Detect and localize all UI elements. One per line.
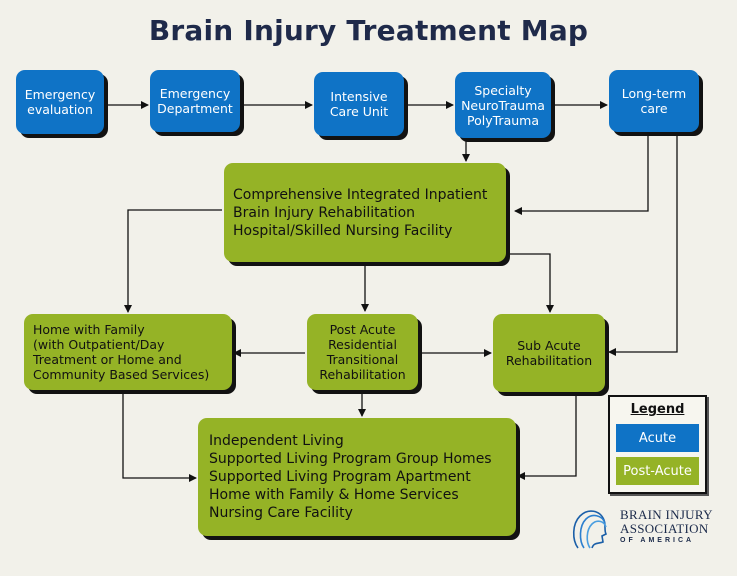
arrow-longterm-to-inpatient [514,133,649,215]
specialty-trauma-node: Specialty NeuroTrauma PolyTrauma [455,72,551,138]
arrow-home-to-living [122,391,197,482]
legend-acute-swatch: Acute [616,424,699,452]
arrow-longterm-to-subacute [608,133,678,356]
long-term-care-node: Long-term care [609,70,699,132]
home-with-family-node: Home with Family (with Outpatient/Day Tr… [24,314,232,390]
intensive-care-unit-node: Intensive Care Unit [314,72,404,136]
living-options-node: Independent Living Supported Living Prog… [198,418,516,536]
legend-acute-label: Acute [638,430,677,446]
sub-acute-rehabilitation-node: Sub Acute Rehabilitation [493,314,605,392]
emergency-department-node: Emergency Department [150,70,240,132]
logo-wordmark: BRAIN INJURY ASSOCIATION OF AMERICA [620,507,713,545]
page-title: Brain Injury Treatment Map [148,14,589,47]
biaa-logo: BRAIN INJURY ASSOCIATION OF AMERICA [570,504,730,554]
arrow-subacute-to-living [517,394,577,480]
legend-post-acute-label: Post-Acute [623,463,692,479]
legend-box: Legend Acute Post-Acute [608,395,707,494]
legend-post-acute-swatch: Post-Acute [616,457,699,485]
arrow-inpatient-to-subacute [505,253,554,313]
arrow-inpatient-to-home [124,209,222,313]
inpatient-rehabilitation-node: Comprehensive Integrated Inpatient Brain… [224,163,506,262]
post-acute-residential-node: Post Acute Residential Transitional Reha… [307,314,418,390]
head-silhouettes-icon [572,510,608,549]
legend-title: Legend [630,402,685,417]
emergency-evaluation-node: Emergency evaluation [16,70,104,134]
